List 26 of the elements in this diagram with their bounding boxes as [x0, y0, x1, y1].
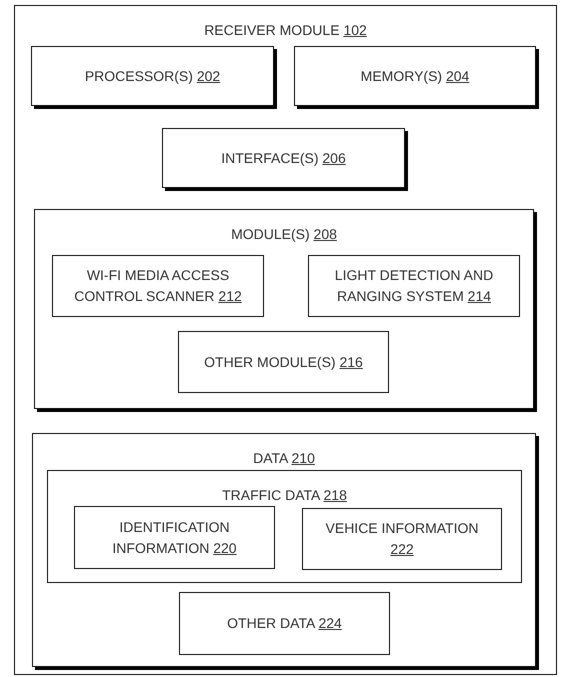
group-box [32, 433, 536, 667]
group-heading: RECEIVER MODULE 102 [204, 21, 367, 40]
component-label: LIGHT DETECTION AND RANGING SYSTEM 214 [334, 266, 494, 306]
group-heading: TRAFFIC DATA 218 [222, 486, 347, 505]
component-box [52, 255, 264, 317]
group-box [14, 5, 557, 675]
component-label: VEHICE INFORMATION 222 [324, 519, 480, 559]
component-box [31, 46, 274, 106]
component-box [74, 506, 275, 569]
component-label: PROCESSOR(S) 202 [84, 66, 220, 86]
group-heading: MODULE(S) 208 [231, 225, 337, 244]
component-box [302, 508, 502, 570]
component-label: WI-FI MEDIA ACCESS CONTROL SCANNER 212 [73, 266, 243, 306]
component-label: OTHER DATA 224 [227, 614, 342, 633]
group-box [34, 209, 534, 409]
component-label: IDENTIFICATION INFORMATION 220 [111, 518, 238, 558]
group-heading: DATA 210 [253, 449, 315, 468]
component-box [178, 331, 389, 393]
component-box [179, 592, 390, 655]
component-label: INTERFACE(S) 206 [221, 148, 346, 168]
group-box [47, 470, 522, 583]
component-label: MEMORY(S) 204 [360, 66, 470, 86]
component-box [294, 46, 536, 106]
component-label: OTHER MODULE(S) 216 [204, 352, 363, 372]
component-box [308, 255, 520, 317]
component-box [162, 128, 405, 188]
